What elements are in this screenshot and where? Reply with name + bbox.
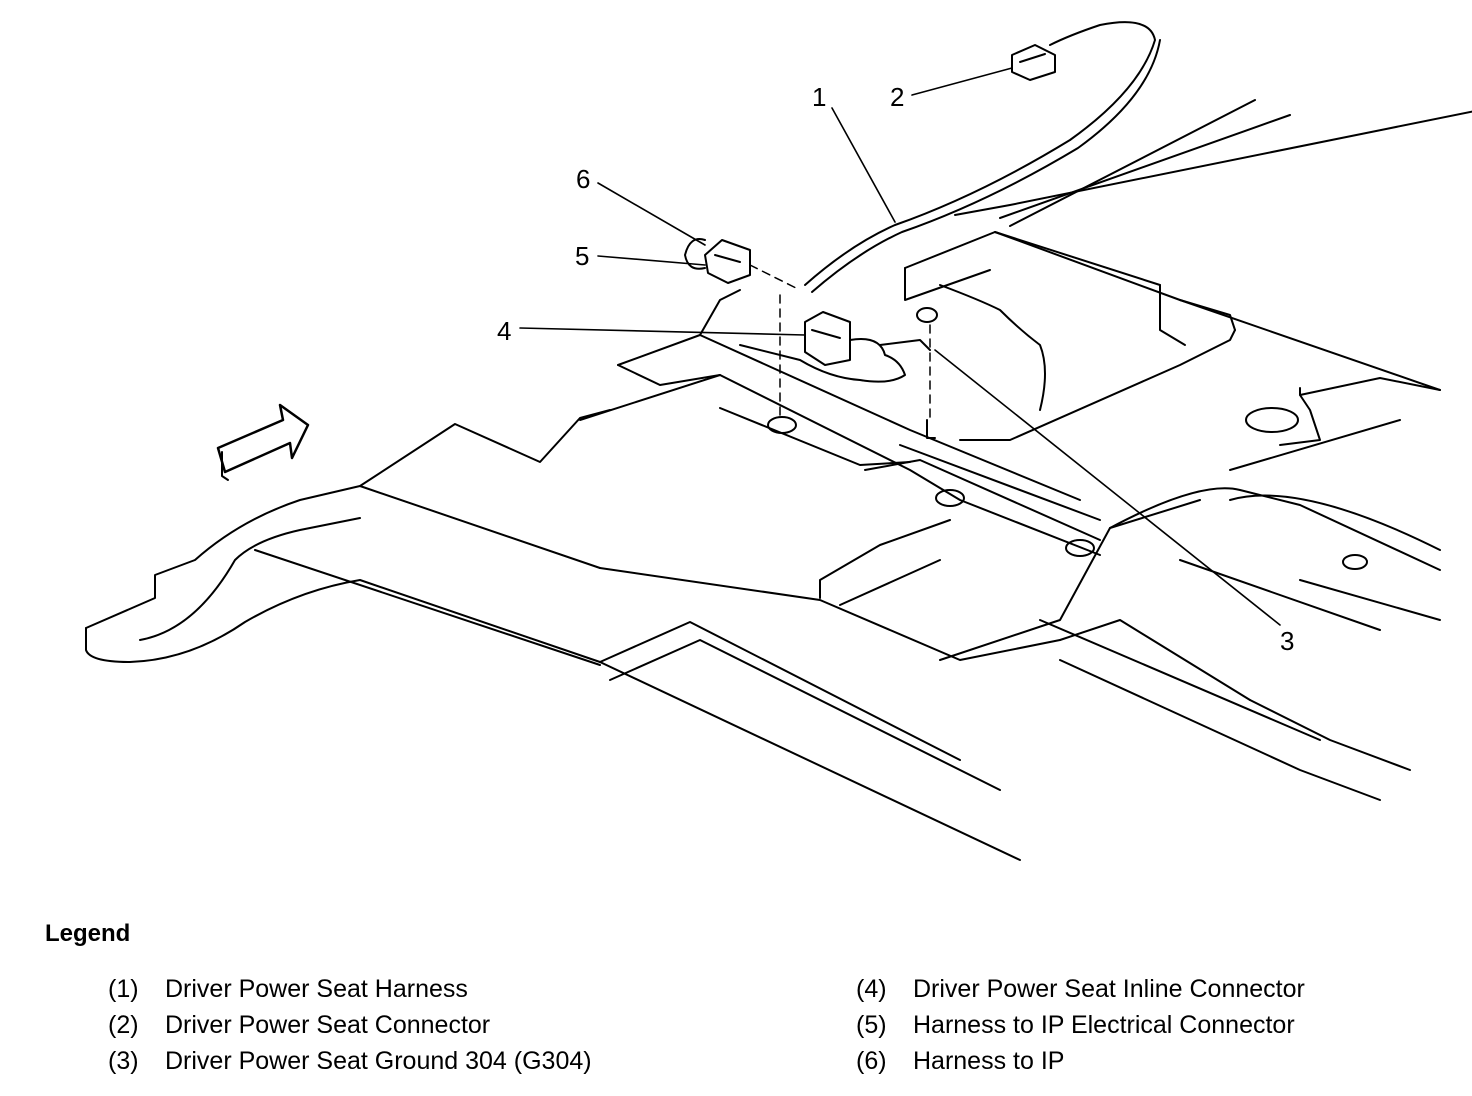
callout-4: 4 [497, 316, 511, 346]
console-tunnel [579, 289, 1101, 556]
front-direction-arrow-icon [216, 403, 310, 481]
floor-pan-diagram: 1 2 3 4 5 6 [85, 21, 1472, 861]
legend-item-text: Driver Power Seat Inline Connector [913, 975, 1305, 1003]
legend-item: (6) Harness to IP [856, 1044, 1305, 1080]
driver-power-seat-inline-connector [739, 311, 931, 383]
callout-6: 6 [576, 164, 590, 194]
legend-item-text: Harness to IP [913, 1047, 1065, 1075]
driver-power-seat-harness [804, 21, 1161, 293]
legend-column-left: (1) Driver Power Seat Harness (2) Driver… [108, 972, 592, 1080]
callout-5: 5 [575, 241, 589, 271]
legend-item-text: Driver Power Seat Harness [165, 975, 468, 1003]
legend-item-number: (6) [856, 1047, 887, 1075]
legend-item-number: (5) [856, 1011, 887, 1039]
legend-item: (3) Driver Power Seat Ground 304 (G304) [108, 1044, 592, 1080]
harness-to-ip-connector [684, 238, 751, 284]
assembly-lines [749, 264, 931, 421]
legend-item-number: (1) [108, 975, 139, 1003]
legend-item: (1) Driver Power Seat Harness [108, 972, 592, 1008]
legend-item-text: Driver Power Seat Connector [165, 1011, 491, 1039]
legend-title: Legend [45, 920, 131, 947]
legend-item-text: Harness to IP Electrical Connector [913, 1011, 1295, 1039]
legend-item-text: Driver Power Seat Ground 304 (G304) [165, 1047, 592, 1075]
legend-item: (5) Harness to IP Electrical Connector [856, 1008, 1305, 1044]
legend-column-right: (4) Driver Power Seat Inline Connector (… [856, 972, 1305, 1080]
callout-1: 1 [812, 82, 826, 112]
callout-2: 2 [890, 82, 904, 112]
seat-riser-box [904, 99, 1472, 471]
legend-item: (2) Driver Power Seat Connector [108, 1008, 592, 1044]
legend-item-number: (3) [108, 1047, 139, 1075]
ground-wire [939, 284, 1046, 411]
floor-panel [85, 409, 1441, 861]
studs [767, 307, 1368, 570]
leader-lines [519, 67, 1281, 626]
legend-item-number: (2) [108, 1011, 139, 1039]
legend-item: (4) Driver Power Seat Inline Connector [856, 972, 1305, 1008]
callout-3: 3 [1280, 626, 1294, 656]
legend-item-number: (4) [856, 975, 887, 1003]
driver-power-seat-connector [1011, 44, 1056, 81]
